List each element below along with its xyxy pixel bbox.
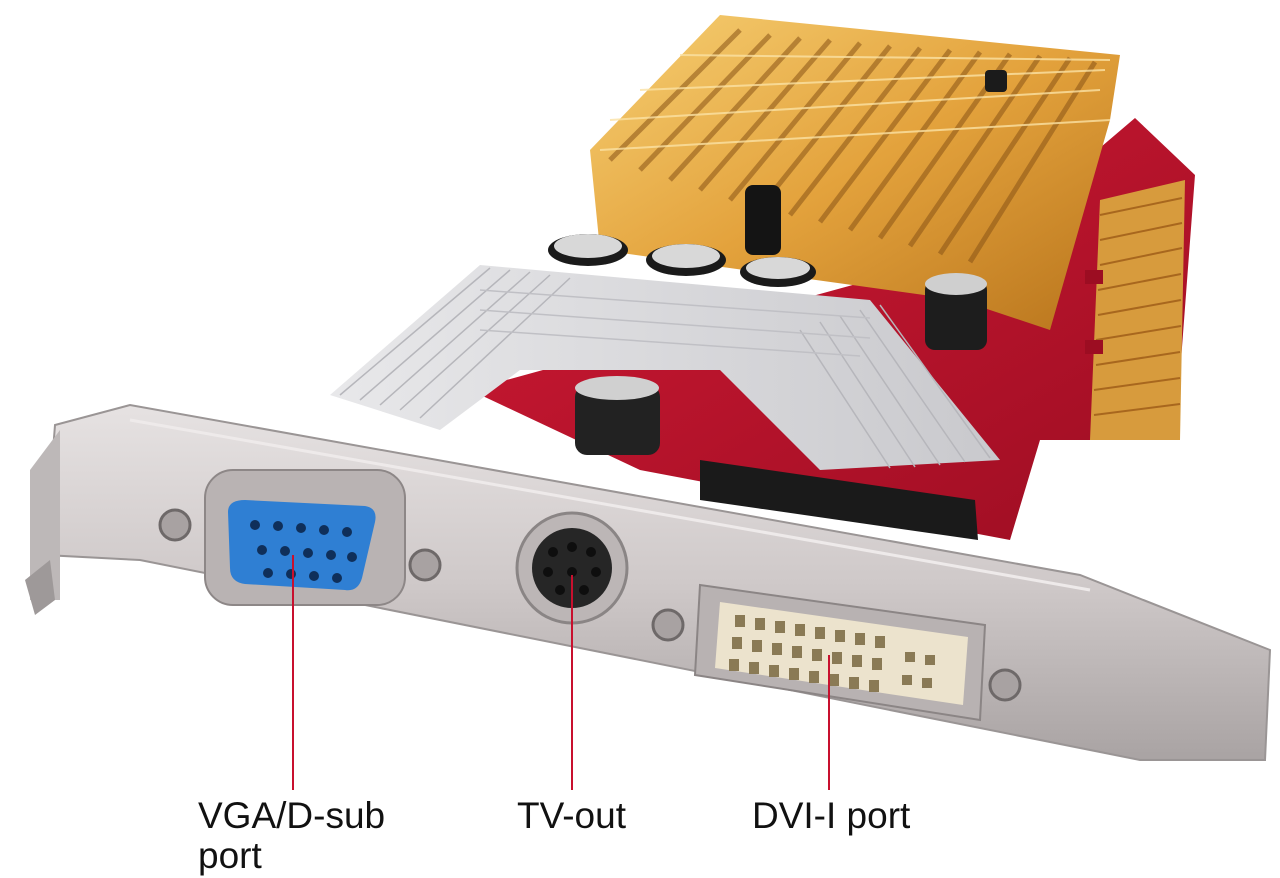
edge-connector [1085, 180, 1185, 440]
vga-label-line2: port [198, 835, 262, 876]
tv-out-label: TV-out [517, 795, 626, 836]
internal-connector [700, 460, 978, 540]
dvi-port-label: DVI-I port [752, 795, 911, 836]
ribbon-cable [330, 265, 1000, 470]
heatsink [590, 15, 1120, 330]
vga-port-label: VGA/D-sub port [198, 796, 385, 876]
capacitors [548, 185, 987, 455]
vga-port [158, 469, 442, 606]
callout-lines [292, 555, 830, 790]
dvi-port [651, 583, 1022, 722]
vga-label-line1: VGA/D-sub [198, 795, 386, 836]
tv-out-port [515, 511, 629, 625]
